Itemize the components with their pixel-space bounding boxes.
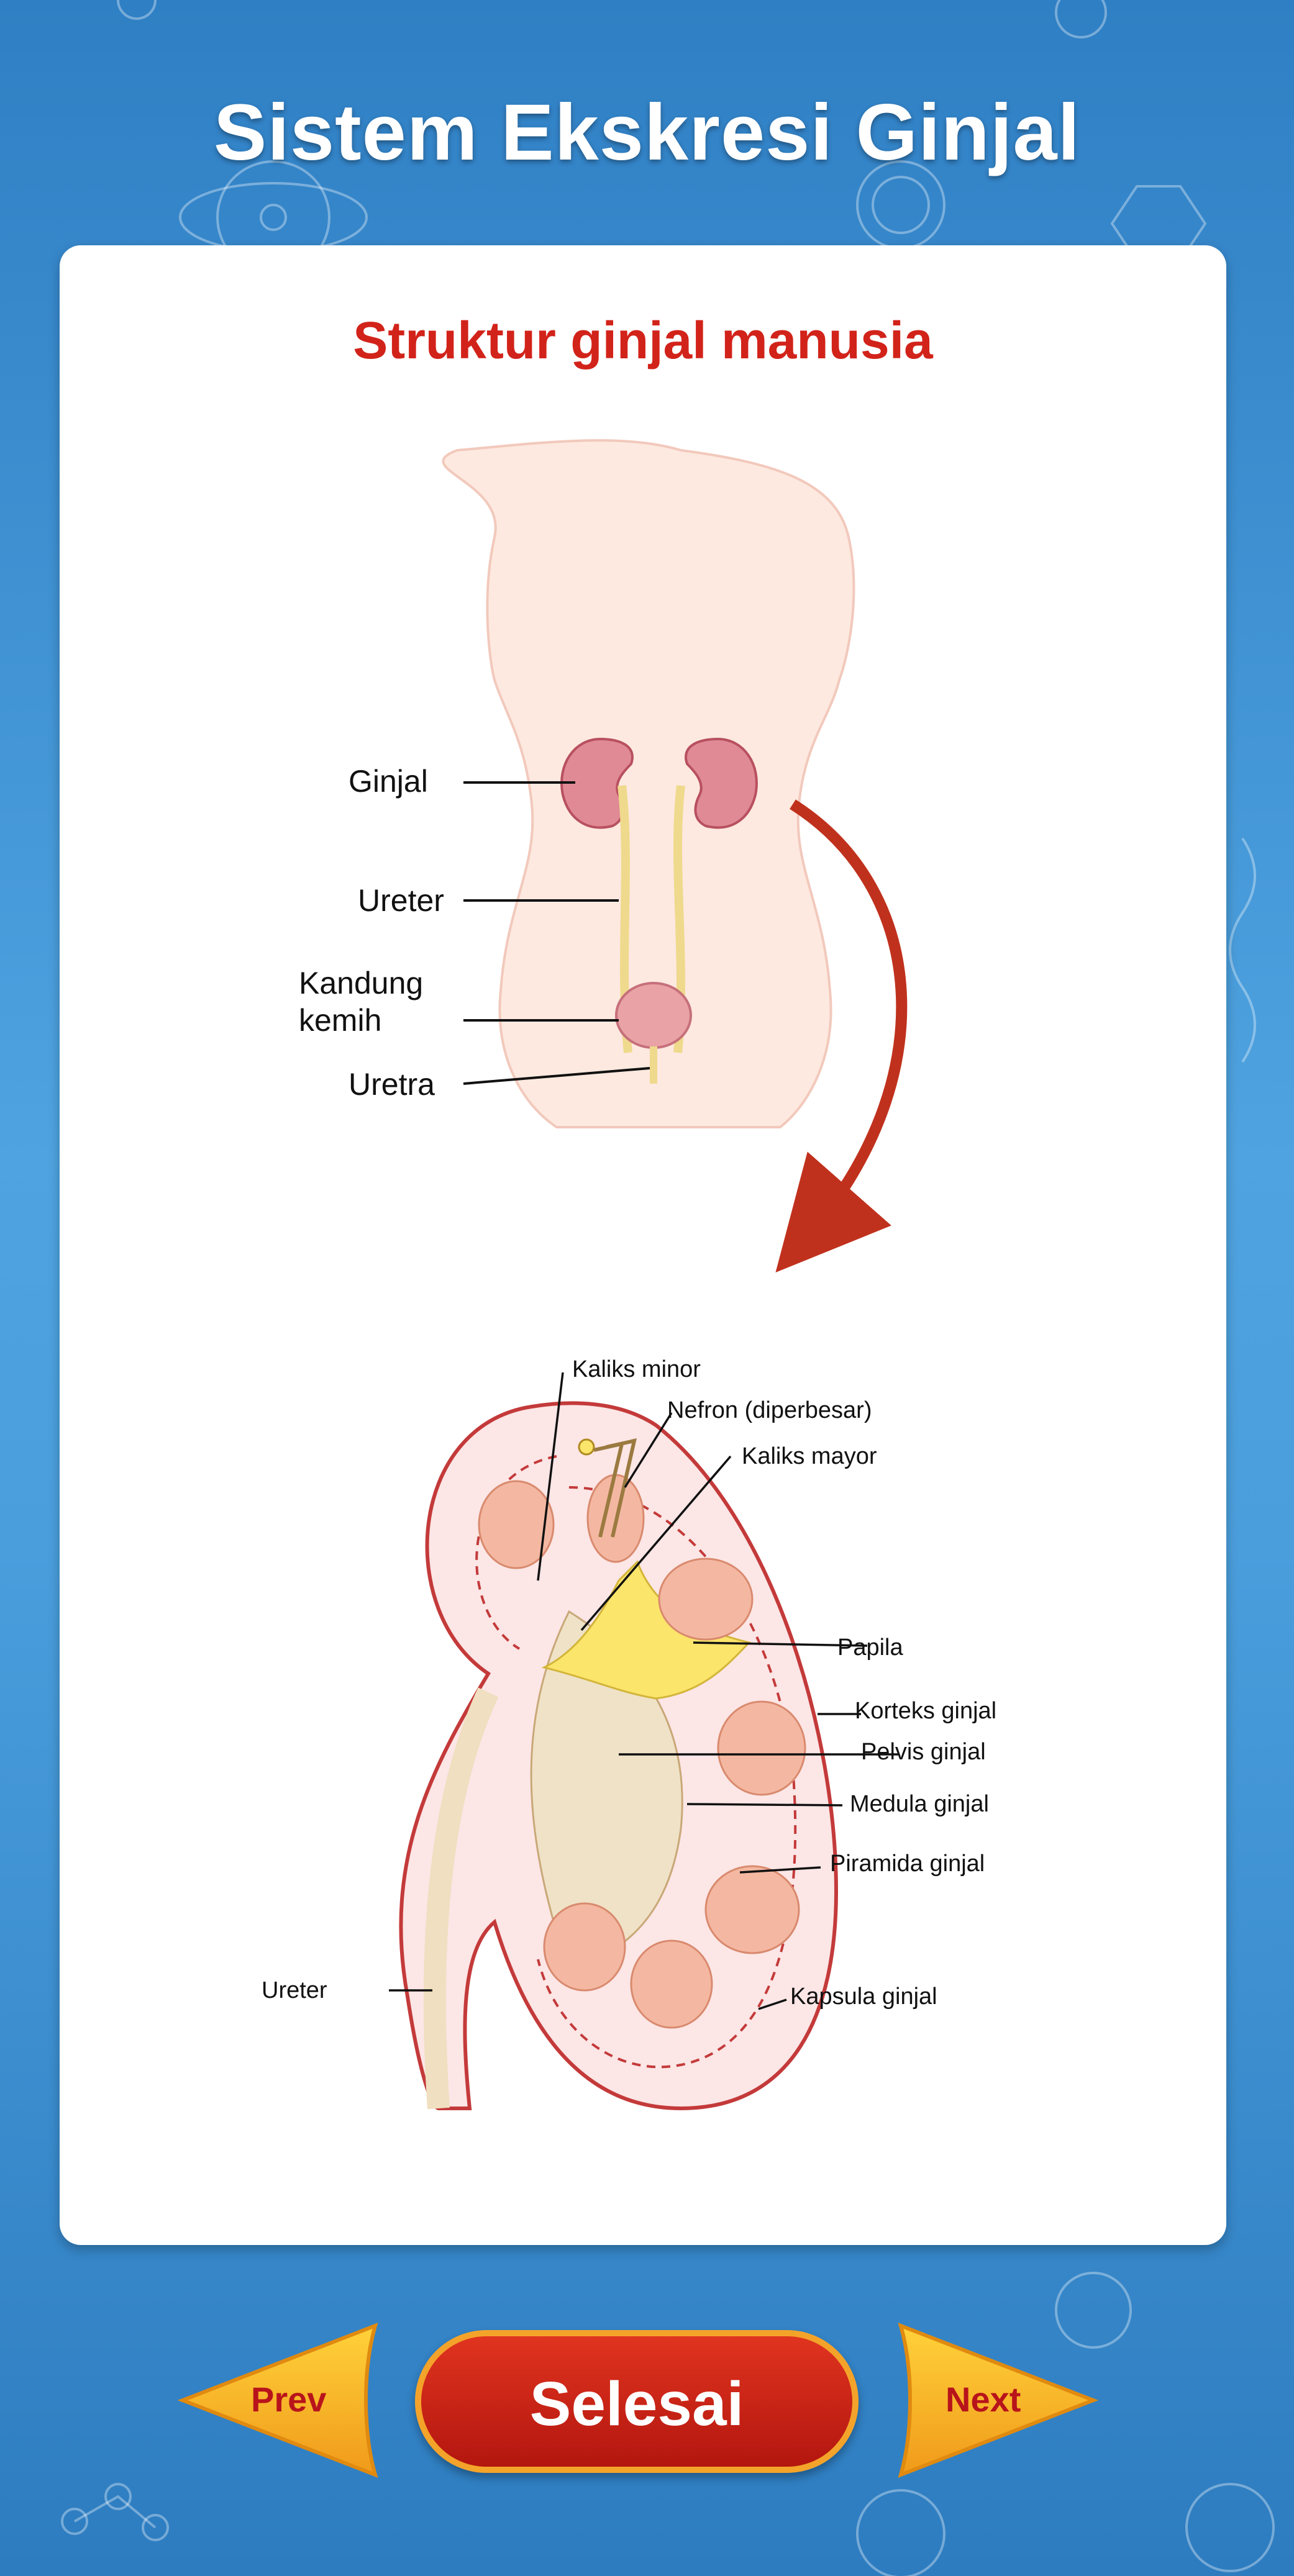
arrow-right-icon [898, 2323, 1099, 2478]
bladder-icon [615, 982, 692, 1049]
card-heading: Struktur ginjal manusia [353, 311, 933, 370]
label-kaliks-mayor: Kaliks mayor [742, 1443, 877, 1469]
kidney-right-icon [685, 737, 758, 829]
label-kandung: Kandung [299, 966, 423, 1000]
label-kaliks-minor: Kaliks minor [572, 1356, 701, 1382]
label-medula: Medula ginjal [850, 1791, 989, 1817]
kidney-cross-section [399, 1401, 839, 2111]
next-label: Next [945, 2380, 1021, 2419]
prev-label: Prev [251, 2380, 327, 2419]
content-card: Struktur ginjal manusia Ginjal Ureter Ka… [60, 245, 1226, 2245]
finish-label: Selesai [529, 2369, 744, 2439]
label-kemih: kemih [299, 1003, 381, 1038]
torso-illustration [442, 439, 855, 1128]
page-title: Sistem Ekskresi Ginjal [213, 88, 1081, 177]
label-korteks: Korteks ginjal [855, 1698, 996, 1724]
transition-arrow-icon [775, 799, 908, 1273]
label-uretra: Uretra [349, 1067, 435, 1102]
label-nefron: Nefron (diperbesar) [667, 1397, 872, 1423]
excretory-diagram: Ginjal Ureter Kandung kemih Uretra [262, 439, 996, 2111]
label-ginjal: Ginjal [349, 764, 428, 799]
next-button[interactable]: Next [888, 2313, 1100, 2487]
label-piramida: Piramida ginjal [830, 1851, 985, 1877]
finish-button[interactable]: Selesai [415, 2330, 859, 2473]
label-ureter-kidney: Ureter [262, 1977, 327, 2003]
arrow-left-icon [177, 2323, 378, 2478]
label-ureter-body: Ureter [358, 883, 444, 918]
label-papila: Papila [837, 1635, 903, 1661]
label-pelvis: Pelvis ginjal [861, 1739, 986, 1765]
prev-button[interactable]: Prev [176, 2313, 388, 2487]
kidney-left-icon [560, 737, 634, 829]
label-kapsula: Kapsula ginjal [790, 1984, 937, 2010]
